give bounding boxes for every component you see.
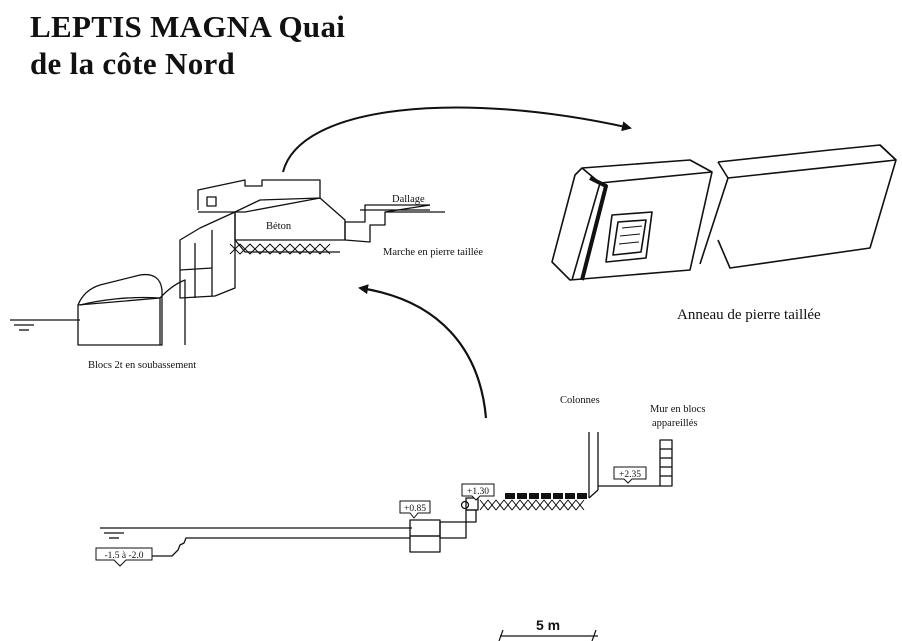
scale-bar [498, 629, 598, 641]
label-marche: Marche en pierre taillée [383, 247, 483, 258]
elevation-tag-1-label: -1.5 à -2.0 [104, 551, 143, 561]
scale-bar-label: 5 m [536, 617, 560, 633]
elevation-tag-4: +2.35 [613, 466, 647, 484]
water-level-icon [10, 319, 80, 331]
page-title: LEPTIS MAGNA Quai de la côte Nord [30, 8, 345, 82]
curved-arrow-to-ring [282, 106, 632, 173]
cut-stone-steps [344, 204, 445, 243]
elevation-tag-2: +0.85 [399, 500, 431, 519]
foundation-blocks [77, 273, 186, 346]
quay-blocks-section [409, 497, 479, 553]
quay-wall [179, 211, 236, 299]
quay-perspective-sketch [10, 179, 445, 346]
elevation-tag-3: +1.30 [461, 483, 495, 501]
ashlar-wall-section [659, 439, 673, 487]
mooring-block [197, 179, 321, 213]
label-mur-line1: Mur en blocs [650, 404, 705, 415]
label-blocs: Blocs 2t en soubassement [88, 360, 196, 371]
seabed-profile [98, 537, 410, 557]
cross-section [98, 432, 673, 557]
elevation-tag-1: -1.5 à -2.0 [95, 547, 153, 567]
paving-stones-section [505, 493, 587, 499]
columns-section [588, 432, 660, 499]
rubble-fill-section [479, 499, 585, 511]
rubble-hatching [229, 243, 331, 255]
elevation-tag-2-label: +0.85 [404, 504, 426, 514]
title-line-2: de la côte Nord [30, 46, 236, 81]
stone-ring-drawing [551, 144, 897, 281]
label-mur-line2: appareillés [652, 418, 697, 429]
label-anneau: Anneau de pierre taillée [677, 307, 821, 323]
label-dallage: Dallage [392, 194, 425, 205]
elevation-tag-4-label: +2.35 [619, 470, 641, 480]
elevation-tag-3-label: +1.30 [467, 487, 489, 497]
water-level-section-icon [100, 527, 412, 539]
label-colonnes: Colonnes [560, 395, 600, 406]
curved-arrow-to-sketch [358, 284, 488, 419]
title-line-1: LEPTIS MAGNA Quai [30, 9, 346, 44]
label-beton: Béton [266, 221, 292, 232]
